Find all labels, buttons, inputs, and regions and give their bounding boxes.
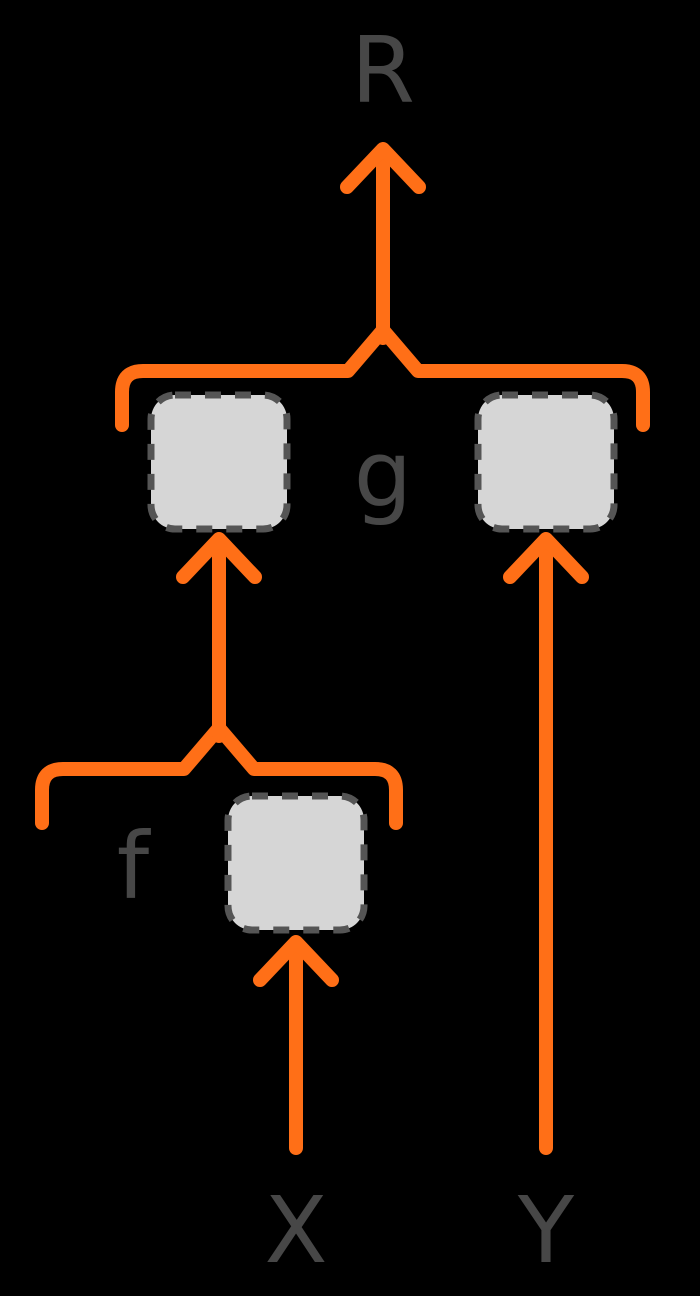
y-input-arrowhead (503, 532, 589, 584)
input-label-X: X (264, 1177, 327, 1284)
g-output-arrowhead (340, 142, 426, 194)
g-operand-left-box[interactable] (147, 391, 291, 533)
output-label-R: R (351, 17, 415, 124)
f-operand-box[interactable] (224, 792, 368, 934)
input-label-Y: Y (517, 1177, 575, 1284)
function-label-f: f (117, 813, 152, 920)
f-output-arrowhead (176, 532, 262, 584)
x-input-arrowhead (253, 935, 339, 987)
function-label-g: g (354, 421, 412, 528)
g-operand-right-box[interactable] (474, 391, 618, 533)
